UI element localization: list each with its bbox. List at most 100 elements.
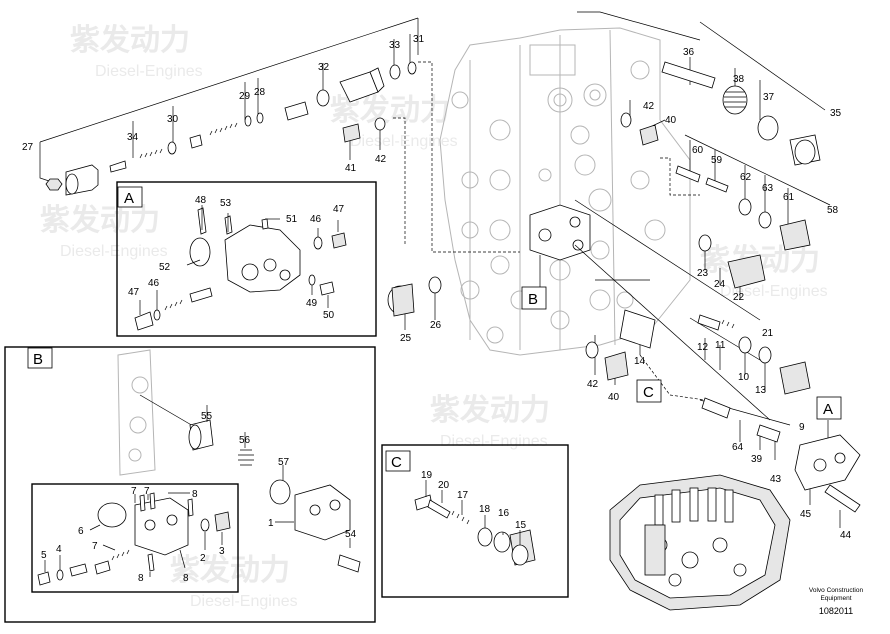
part-number: 27 <box>22 142 34 153</box>
part-number: 39 <box>751 454 763 465</box>
part-number: 26 <box>430 320 442 331</box>
part-number: 58 <box>827 205 839 216</box>
callout-a-tag <box>816 396 842 420</box>
valve-body-outline <box>439 27 691 356</box>
watermark-en: Diesel-Engines <box>60 243 168 260</box>
part-number: 3 <box>219 546 225 557</box>
part-number: 8 <box>138 573 144 584</box>
part-number: 15 <box>515 520 527 531</box>
detail-b-part-numbers: 55 56 57 1 54 7 7 8 6 7 2 3 5 4 8 8 <box>41 411 357 584</box>
part-number: 36 <box>683 47 695 58</box>
part-number: 54 <box>345 529 357 540</box>
main-callout-tags: B C A <box>521 286 842 420</box>
brand-line-2: Equipment <box>820 595 851 602</box>
part-number: 33 <box>389 40 401 51</box>
callout-c-tag <box>636 379 662 403</box>
watermark-cn: 紫发动力 <box>40 204 160 237</box>
watermark-en: Diesel-Engines <box>190 593 298 610</box>
part-number: 12 <box>697 342 709 353</box>
detail-a-label: A <box>124 190 134 207</box>
watermark-cn: 紫发动力 <box>170 554 290 587</box>
brand-line-1: Volvo Construction <box>809 587 864 594</box>
part-number: 46 <box>310 214 322 225</box>
part-number: 10 <box>738 372 750 383</box>
spool-36 <box>661 61 716 89</box>
part-number: 22 <box>733 292 745 303</box>
part-number: 44 <box>840 530 852 541</box>
part-number: 11 <box>715 340 726 351</box>
part-number: 34 <box>127 132 139 143</box>
part-number: 28 <box>254 87 266 98</box>
callout-b-label: B <box>528 291 538 308</box>
part-number: 50 <box>323 310 335 321</box>
watermark-cn: 紫发动力 <box>430 394 550 427</box>
part-number: 49 <box>306 298 318 309</box>
right-upper-parts <box>620 61 861 513</box>
part-number: 46 <box>148 278 160 289</box>
part-number: 5 <box>41 550 47 561</box>
part-number: 51 <box>286 214 298 225</box>
part-number: 61 <box>783 192 795 203</box>
part-number: 31 <box>413 34 425 45</box>
part-number: 63 <box>762 183 774 194</box>
watermark-layer: 紫发动力 Diesel-Engines 紫发动力 Diesel-Engines … <box>40 24 828 610</box>
part-number: 42 <box>587 379 599 390</box>
part-number: 24 <box>714 279 726 290</box>
part-number: 40 <box>608 392 620 403</box>
watermark-cn: 紫发动力 <box>70 24 190 57</box>
part-number: 4 <box>56 544 62 555</box>
center-parts <box>387 276 656 381</box>
part-number: 35 <box>830 108 842 119</box>
part-number: 48 <box>195 195 207 206</box>
watermark-en: Diesel-Engines <box>95 63 203 80</box>
part-number: 59 <box>711 155 723 166</box>
part-number: 7 <box>92 541 98 552</box>
part-number: 8 <box>192 489 198 500</box>
detail-a-frame <box>116 181 377 337</box>
part-number: 14 <box>634 356 646 367</box>
detail-c-tag <box>385 450 411 472</box>
part-number: 1 <box>268 518 274 529</box>
part-number: 55 <box>201 411 213 422</box>
callout-b-tag <box>521 286 547 310</box>
part-number: 47 <box>333 204 345 215</box>
part-number: 53 <box>220 198 232 209</box>
detail-a-tag <box>117 186 143 208</box>
part-number: 41 <box>345 163 357 174</box>
part-number: 7 <box>144 486 150 497</box>
detail-b-sub-frame <box>31 483 239 593</box>
part-number: 47 <box>128 287 140 298</box>
part-number: 7 <box>131 486 137 497</box>
part-number: 40 <box>665 115 677 126</box>
valve-14 <box>619 309 656 349</box>
part-number: 38 <box>733 74 745 85</box>
part-number: 6 <box>78 526 84 537</box>
detail-b-label: B <box>33 351 43 368</box>
part-number: 20 <box>438 480 450 491</box>
part-number: 17 <box>457 490 469 501</box>
detail-c-label: C <box>391 454 402 471</box>
part-number: 57 <box>278 457 290 468</box>
detail-b-tag <box>27 347 53 369</box>
main-parts <box>45 61 417 196</box>
part-number: 37 <box>763 92 775 103</box>
callout-c-label: C <box>643 384 654 401</box>
detail-c-frame <box>381 444 569 598</box>
part-number: 9 <box>799 422 805 433</box>
callout-a-label: A <box>823 401 833 418</box>
drawing-number: 1082011 <box>819 606 853 616</box>
detail-b-panel: B <box>4 346 376 623</box>
part-number: 30 <box>167 114 179 125</box>
drawing-footer: Volvo Construction Equipment 1082011 <box>809 587 864 616</box>
part-number: 18 <box>479 504 491 515</box>
part-number: 42 <box>643 101 655 112</box>
watermark-en: Diesel-Engines <box>440 433 548 450</box>
detail-c-panel: C <box>381 444 569 598</box>
watermark-en: Diesel-Engines <box>720 283 828 300</box>
detail-b-frame <box>4 346 376 623</box>
part-number: 62 <box>740 172 752 183</box>
part-number: 23 <box>697 268 709 279</box>
bolt-27 <box>45 178 63 191</box>
